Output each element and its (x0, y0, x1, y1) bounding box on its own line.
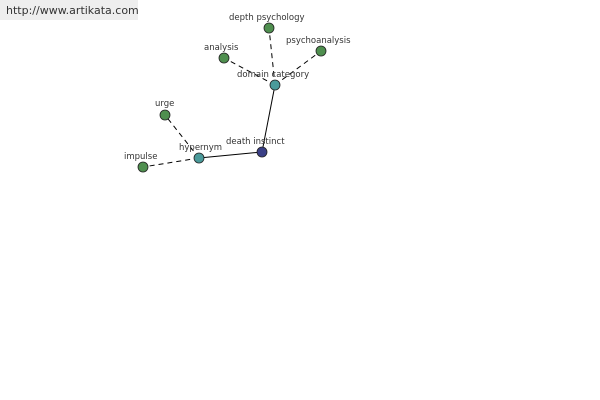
node-hypernym-marker[interactable] (193, 152, 205, 164)
graph-nodes: death instinct hypernym domain category urg… (124, 13, 351, 173)
node-hypernym[interactable]: hypernym (179, 143, 222, 164)
node-impulse-label: impulse (124, 152, 157, 162)
node-psychoanalysis-marker[interactable] (315, 45, 327, 57)
node-depth-psychology[interactable]: depth psychology (229, 13, 305, 34)
graph-edges (142, 27, 322, 168)
node-domain-category-marker[interactable] (269, 79, 281, 91)
edge-domain-category-to-analysis (223, 57, 276, 86)
node-analysis-marker[interactable] (218, 52, 230, 64)
node-urge-marker[interactable] (159, 109, 171, 121)
node-domain-category-label: domain category (237, 70, 309, 80)
edge-domain-category-to-depth-psychology (268, 27, 276, 86)
edge-hypernym-to-impulse (142, 157, 200, 168)
node-death-instinct[interactable]: death instinct (226, 137, 285, 158)
edge-death-instinct-to-hypernym (198, 151, 263, 159)
node-depth-psychology-marker[interactable] (263, 22, 275, 34)
edge-death-instinct-to-domain-category (261, 84, 276, 153)
edge-domain-category-to-psychoanalysis (274, 50, 322, 86)
node-psychoanalysis-label: psychoanalysis (286, 36, 351, 46)
node-psychoanalysis[interactable]: psychoanalysis (286, 36, 351, 57)
site-url-link[interactable]: http://www.artikata.com (6, 4, 139, 17)
node-analysis[interactable]: analysis (204, 43, 239, 64)
node-urge-label: urge (155, 99, 174, 109)
node-impulse[interactable]: impulse (124, 152, 157, 173)
node-analysis-label: analysis (204, 43, 239, 53)
node-hypernym-label: hypernym (179, 143, 222, 153)
edge-hypernym-to-urge (164, 114, 200, 159)
node-death-instinct-label: death instinct (226, 137, 285, 147)
node-depth-psychology-label: depth psychology (229, 13, 305, 23)
node-domain-category[interactable]: domain category (237, 70, 309, 91)
node-urge[interactable]: urge (155, 99, 174, 121)
site-url-badge: http://www.artikata.com (0, 0, 139, 20)
node-death-instinct-marker[interactable] (256, 146, 268, 158)
node-impulse-marker[interactable] (137, 161, 149, 173)
